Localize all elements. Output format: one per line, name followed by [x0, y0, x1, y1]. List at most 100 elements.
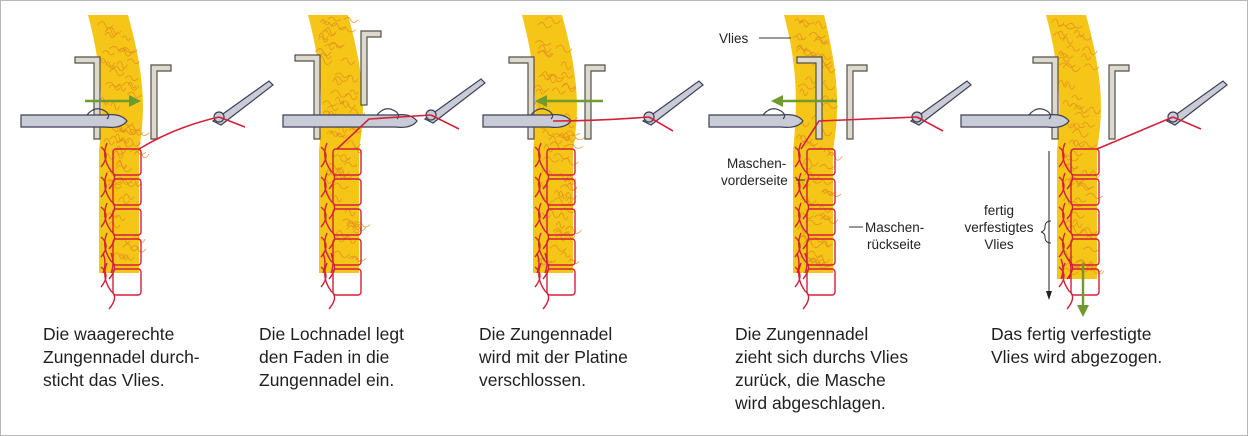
fleece-fiber [110, 101, 120, 111]
fleece-fiber [116, 139, 134, 148]
fleece-fiber [798, 83, 816, 90]
fleece-fiber [1073, 123, 1086, 129]
eye-needle-shaft [641, 80, 704, 126]
sinker-right [360, 30, 382, 106]
stitch-loop-back [332, 178, 362, 206]
thread [336, 114, 460, 150]
sinker-right [150, 64, 172, 140]
motion-arrow [535, 95, 603, 107]
thread-line [138, 116, 246, 150]
fleece-fiber [814, 36, 828, 44]
fleece-fiber [803, 176, 823, 184]
fleece-fiber [124, 138, 141, 147]
maschen-vorderseite-label-1: Maschen- [727, 156, 786, 171]
fleece-fiber [814, 20, 827, 29]
fleece-fiber [1090, 170, 1101, 178]
fleece-fiber [335, 132, 348, 139]
fleece-fiber [818, 53, 832, 61]
fleece-fiber [1072, 219, 1083, 228]
stitch-loop-back [112, 208, 142, 236]
fleece-fiber [552, 133, 568, 139]
fleece-fiber [1064, 178, 1075, 186]
fleece-fiber [97, 21, 114, 29]
needle-latch [86, 108, 110, 120]
fleece-fiber [558, 212, 569, 221]
thread-line [800, 116, 944, 150]
fleece-fiber [1062, 37, 1074, 45]
stitch-loop-front [320, 266, 327, 288]
fleece-fiber [553, 189, 564, 198]
fleece-fiber [802, 49, 819, 56]
motion-arrow [1077, 263, 1089, 317]
fleece-fiber [321, 29, 335, 37]
sinker-left [1032, 56, 1059, 140]
fleece-fiber [819, 164, 834, 170]
fleece-fiber [548, 75, 564, 83]
sinker-left [796, 56, 823, 140]
stitch-tail [102, 252, 114, 274]
fleece-fiber [119, 137, 130, 144]
fleece-fiber [123, 193, 135, 200]
fleece-fiber [334, 167, 345, 173]
fleece-fiber [126, 58, 141, 65]
caption-step-2: Die Lochnadel legt den Faden in die Zung… [259, 324, 404, 390]
fleece-fiber [552, 228, 570, 235]
panel-3 [482, 15, 704, 310]
stitch-loop-front [100, 146, 107, 168]
fleece-fiber [343, 17, 359, 23]
fleece-fiber [108, 221, 121, 229]
fleece-fiber [108, 46, 127, 52]
stitch-tail [1060, 258, 1072, 280]
panel-2 [282, 15, 486, 310]
stitch-loop-front [1058, 206, 1065, 228]
eye-needle-shaft [423, 78, 486, 124]
stitch-loop-back [1070, 148, 1100, 176]
fleece-fiber [543, 144, 554, 153]
fertig-label-3: Vlies [984, 237, 1014, 252]
fleece-fiber [118, 129, 137, 135]
fleece-fiber [568, 258, 580, 264]
stitch-loop-back [332, 238, 362, 266]
fleece-fiber [320, 19, 331, 26]
arrow-head [535, 95, 547, 107]
thread [138, 116, 246, 150]
fleece-fiber [795, 47, 813, 57]
eye-needle [211, 80, 274, 126]
stitch-loop-front [100, 206, 107, 228]
stitch-loop-back [1070, 268, 1100, 296]
fleece-fiber [1076, 35, 1092, 41]
fleece-fiber [808, 32, 826, 39]
fleece-fiber [565, 143, 584, 149]
fleece-fiber [537, 50, 553, 56]
motion-arrow [771, 95, 837, 107]
fleece-fiber [1072, 140, 1085, 148]
fleece-fiber [1069, 139, 1079, 147]
stitch-loop-back [546, 148, 576, 176]
fleece-fiber [813, 38, 830, 45]
sinker [796, 56, 868, 140]
sinker [1032, 56, 1130, 140]
fleece-fiber [799, 135, 813, 144]
fleece-fiber [555, 221, 565, 229]
fleece-fiber [565, 225, 582, 234]
stitch-loop-back [546, 208, 576, 236]
fleece-fiber [122, 243, 140, 252]
fleece-fiber [130, 178, 142, 187]
fleece-fibers [315, 16, 371, 262]
fleece-fiber [1057, 30, 1068, 37]
fleece-fiber [547, 73, 566, 79]
fleece-fiber [1074, 29, 1085, 38]
fleece-fiber [132, 129, 150, 136]
fleece-fiber [333, 76, 348, 83]
thread [800, 116, 944, 150]
fleece-fiber [1053, 32, 1066, 40]
fleece-fiber [119, 47, 138, 53]
stitch-loop-front [794, 236, 801, 258]
needle-latch [762, 108, 786, 120]
fleece-fiber [1071, 128, 1089, 138]
stitch-tail [322, 252, 334, 274]
sinker [294, 30, 382, 140]
fleece-fiber [538, 74, 551, 81]
fleece-fiber [125, 75, 139, 82]
